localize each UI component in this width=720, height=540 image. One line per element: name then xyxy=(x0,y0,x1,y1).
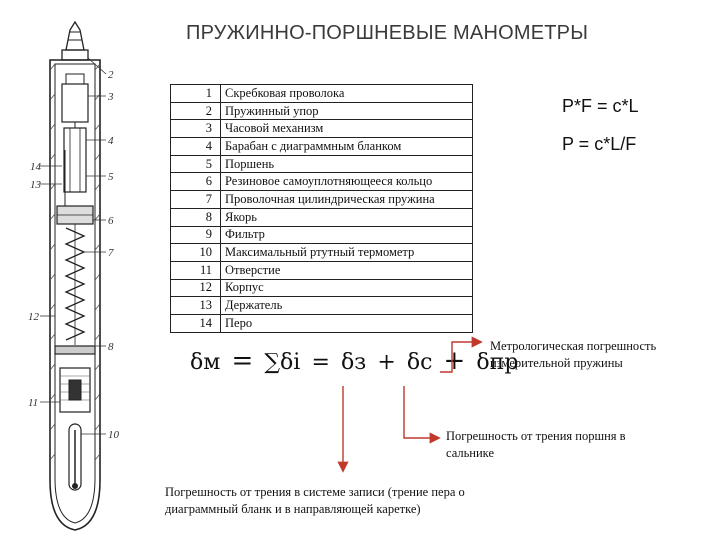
arrow-spring xyxy=(440,336,483,373)
error-equation: δм = ∑δi = δз + δс + δпр xyxy=(190,346,519,376)
housing xyxy=(49,59,101,531)
callout-12: 12 xyxy=(28,311,40,323)
part-number: 13 xyxy=(170,296,221,315)
part-name: Резиновое самоуплотняющееся кольцо xyxy=(220,172,473,192)
callout-10: 10 xyxy=(108,429,120,441)
callout-3: 3 xyxy=(107,91,114,103)
callout-4: 4 xyxy=(108,135,114,147)
callout-labels: 2 3 4 14 13 5 6 7 12 8 11 10 xyxy=(28,69,120,441)
anchor xyxy=(54,345,96,355)
page-title: ПРУЖИННО-ПОРШНЕВЫЕ МАНОМЕТРЫ xyxy=(186,22,589,44)
callout-6: 6 xyxy=(108,215,114,227)
callout-5: 5 xyxy=(108,171,114,183)
part-name: Проволочная цилиндрическая пружина xyxy=(220,190,473,209)
callout-11: 11 xyxy=(28,397,38,409)
eq-term-3: δпр xyxy=(476,350,519,375)
note-recording: Погрешность от трения в системе записи (… xyxy=(165,485,465,516)
callout-7: 7 xyxy=(108,247,114,259)
filter xyxy=(59,367,91,413)
manometer-drawing xyxy=(40,20,107,531)
arrow-piston xyxy=(403,386,441,444)
eq-term-2: δс xyxy=(406,350,433,375)
spring xyxy=(64,227,86,341)
part-name: Максимальный ртутный термометр xyxy=(220,243,473,262)
thermometer xyxy=(68,423,82,491)
callout-2: 2 xyxy=(108,69,114,81)
eq-lhs: δм xyxy=(190,350,221,375)
eq-sum: ∑δi xyxy=(264,350,301,375)
formula-1: P*F = c*L xyxy=(562,96,639,116)
part-name: Фильтр xyxy=(220,225,473,245)
part-name: Перо xyxy=(220,313,473,333)
callout-13: 13 xyxy=(30,179,42,191)
eq-term-1: δз xyxy=(340,350,367,375)
callout-8: 8 xyxy=(108,341,114,353)
note-spring: Метрологическая погрешность измерительно… xyxy=(490,339,657,370)
note-piston: Погрешность от трения поршня в сальнике xyxy=(446,429,626,460)
formula-2: P = c*L/F xyxy=(562,134,637,154)
eq-equals: = xyxy=(231,346,254,376)
part-number: 12 xyxy=(170,278,221,298)
callout-14: 14 xyxy=(30,161,42,173)
drum xyxy=(63,127,87,193)
